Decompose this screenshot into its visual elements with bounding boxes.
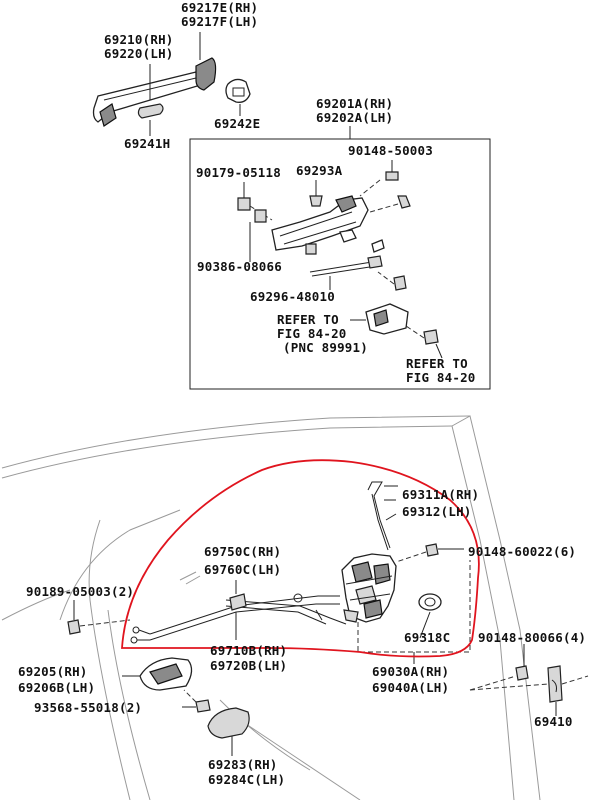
label-69201a: 69201A(RH) (316, 96, 393, 111)
label-90179-05118: 90179-05118 (196, 165, 281, 180)
rod-69311a (367, 481, 391, 549)
handle-hinge-end (99, 103, 117, 127)
label-93568-55018: 93568-55018(2) (34, 700, 142, 715)
label-69241h: 69241H (124, 136, 170, 151)
label-refer2-line1: REFER TO (406, 356, 468, 371)
label-90148-60022: 90148-60022(6) (468, 544, 576, 559)
screw-93568-55018 (195, 699, 211, 713)
lock-dashed-bracket (357, 560, 471, 653)
label-69030a: 69030A(RH) (372, 664, 449, 679)
bracket-mid (339, 229, 357, 243)
door-panel (1, 415, 541, 800)
bolt-right (397, 195, 411, 209)
bolt-90148-50003 (385, 171, 399, 181)
rod-69296 (309, 261, 373, 273)
inside-handle-bezel (207, 707, 250, 739)
label-69217f: 69217F(LH) (181, 14, 258, 29)
cable-end-ring (293, 593, 303, 603)
bolt-mid (305, 243, 317, 255)
handle-gasket (225, 78, 251, 103)
frame-assembly-box (189, 138, 491, 390)
label-refer-line2: FIG 84-20 (277, 326, 347, 341)
handle-cover (195, 57, 217, 91)
label-69040a: 69040A(LH) (372, 680, 449, 695)
screw-90148-80066 (515, 665, 529, 681)
highlight-outline (121, 459, 480, 658)
control-cables (130, 580, 347, 644)
label-69293a: 69293A (296, 163, 343, 178)
clip-90189-05003 (67, 619, 81, 635)
label-69210: 69210(RH) (104, 32, 174, 47)
label-90148-80066: 90148-80066(4) (478, 630, 586, 645)
label-69206b: 69206B(LH) (18, 680, 95, 695)
label-90148-50003: 90148-50003 (348, 143, 433, 158)
label-69283: 69283(RH) (208, 757, 278, 772)
label-69312: 69312(LH) (402, 504, 472, 519)
frame-lever (335, 195, 357, 213)
label-refer-line1: REFER TO (277, 312, 339, 327)
inside-door-handle (122, 657, 193, 691)
label-69750c: 69750C(RH) (204, 544, 281, 559)
label-69217e: 69217E(RH) (181, 0, 258, 15)
clip-69293a (309, 195, 323, 207)
label-69202a: 69202A(LH) (316, 110, 393, 125)
bracket-right (371, 239, 385, 253)
cable-holder (229, 593, 247, 611)
label-69205: 69205(RH) (18, 664, 88, 679)
label-refer2-line2: FIG 84-20 (406, 370, 476, 385)
bolt-lower-right (393, 275, 407, 291)
label-69710b: 69710B(RH) (210, 643, 287, 658)
label-90189-05003: 90189-05003(2) (26, 584, 134, 599)
bushing-90386-08066 (254, 209, 267, 223)
door-lock-assembly (341, 553, 397, 623)
label-69296-48010: 69296-48010 (250, 289, 335, 304)
label-69760c: 69760C(LH) (204, 562, 281, 577)
label-69720b: 69720B(LH) (210, 658, 287, 673)
handle-pad (137, 103, 164, 119)
label-69410: 69410 (534, 714, 573, 729)
frame-assembly-parts (237, 160, 443, 359)
outside-handle-group (92, 32, 251, 136)
screw-90148-60022 (425, 543, 439, 557)
label-90386-08066: 90386-08066 (197, 259, 282, 274)
label-69242e: 69242E (214, 116, 260, 131)
nut-90179-05118 (237, 197, 251, 211)
striker-69410 (547, 665, 563, 703)
screw-bottom (423, 329, 439, 345)
label-69284c: 69284C(LH) (208, 772, 285, 787)
label-69220: 69220(LH) (104, 46, 174, 61)
label-refer-line3: (PNC 89991) (283, 340, 368, 355)
cushion-69318c (418, 593, 442, 611)
label-69318c: 69318C (404, 630, 450, 645)
label-69311a: 69311A(RH) (402, 487, 479, 502)
